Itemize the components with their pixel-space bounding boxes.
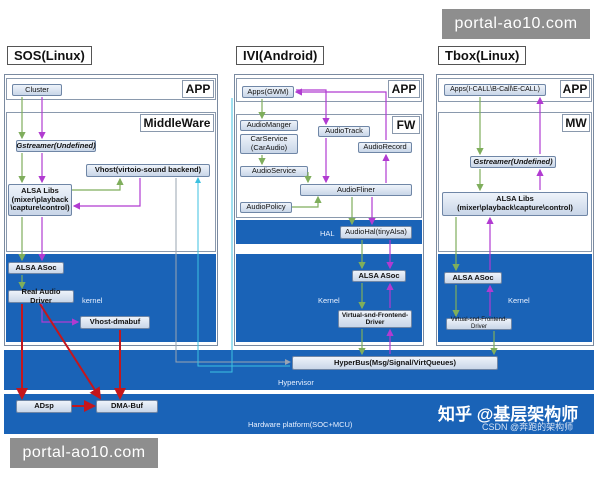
sos-app-label: APP	[182, 80, 214, 98]
tbox-alsa-asoc: ALSA ASoc	[444, 272, 502, 284]
ivi-audio-flinger: AudioFliner	[300, 184, 412, 196]
tbox-app-label: APP	[560, 80, 590, 98]
ivi-vsf-driver-line1: Virtual-snd-Frontend-	[341, 311, 409, 319]
ivi-car-service: CarService (CarAudio)	[240, 134, 298, 154]
tbox-app-layer	[438, 78, 592, 102]
ivi-vsf-driver: Virtual-snd-Frontend- Driver	[338, 310, 412, 328]
watermark-bottom: portal-ao10.com	[10, 438, 158, 468]
tbox-alsa-libs: ALSA Libs (mixer\playback\capture\contro…	[442, 192, 588, 216]
hw-dma-buf: DMA-Buf	[96, 400, 158, 413]
sos-alsa-asoc: ALSA ASoc	[8, 262, 64, 274]
ivi-vsf-driver-line2: Driver	[365, 319, 385, 326]
tbox-apps: Apps(I-CALL\B-Call\E-CALL)	[444, 84, 546, 96]
column-title-sos: SOS(Linux)	[7, 46, 92, 65]
watermark-bottom-text: portal-ao10.com	[22, 444, 146, 461]
ivi-audio-service: AudioService	[240, 166, 308, 177]
ivi-car-service-line2: (CarAudio)	[250, 143, 288, 152]
ivi-audio-track: AudioTrack	[318, 126, 370, 137]
tbox-alsa-libs-line1: ALSA Libs	[496, 194, 534, 204]
sos-alsa-libs: ALSA Libs (mixer\playback \capture\contr…	[8, 184, 72, 216]
sos-alsa-libs-line3: \capture\control)	[10, 203, 70, 213]
ivi-audio-manager: AudioManger	[240, 120, 298, 131]
ivi-car-service-line1: CarService	[250, 134, 288, 144]
sos-real-audio-driver: Real Audio Driver	[8, 287, 74, 304]
ivi-audio-policy: AudioPolicy	[240, 202, 292, 213]
tbox-alsa-libs-line2: (mixer\playback\capture\control)	[457, 203, 573, 212]
watermark-csdn: CSDN @奔跑的架构师	[482, 422, 574, 432]
hardware-label: Hardware platform(SOC+MCU)	[248, 420, 353, 429]
tbox-mw-label: MW	[562, 114, 590, 132]
sos-app-layer	[6, 78, 216, 100]
sos-vhost-backend: Vhost(virtoio-sound backend)	[86, 164, 210, 177]
tbox-mw-layer	[438, 112, 592, 252]
sos-middleware-label: MiddleWare	[140, 114, 214, 132]
sos-vhost-dmabuf: Vhost-dmabuf	[80, 316, 150, 329]
ivi-audio-record: AudioRecord	[358, 142, 412, 153]
watermark-top: portal-ao10.com	[442, 9, 590, 39]
tbox-vsf-driver: Virtual-snd-Frontend-Driver	[446, 317, 512, 330]
sos-alsa-libs-line2: (mixer\playback	[11, 194, 69, 204]
sos-gstreamer: Gstreamer(Undefined)	[16, 140, 96, 152]
hw-adsp: ADsp	[16, 400, 72, 413]
column-title-ivi: IVI(Android)	[236, 46, 325, 65]
hyperbus: HyperBus(Msg/Signal/VirtQueues)	[292, 356, 498, 370]
column-title-tbox: Tbox(Linux)	[438, 46, 527, 65]
watermark-zhihu: 知乎 @基层架构师	[438, 405, 579, 424]
ivi-audio-hal: AudioHal(tinyAlsa)	[340, 226, 412, 239]
sos-kernel-label: kernel	[82, 296, 103, 305]
tbox-gstreamer: Gstreamer(Undefined)	[470, 156, 556, 168]
ivi-app-label: APP	[388, 80, 420, 98]
watermark-top-text: portal-ao10.com	[454, 15, 578, 32]
ivi-fw-label: FW	[392, 116, 420, 134]
sos-cluster: Cluster	[12, 84, 62, 96]
ivi-hal-label: HAL	[320, 229, 335, 238]
ivi-alsa-asoc: ALSA ASoc	[352, 270, 406, 282]
ivi-kernel-label: Kernel	[318, 296, 340, 305]
ivi-apps-gwm: Apps(GWM)	[242, 86, 294, 98]
sos-middleware-layer	[6, 112, 216, 252]
hypervisor-label: Hypervisor	[278, 378, 314, 387]
sos-alsa-libs-line1: ALSA Libs	[21, 186, 59, 196]
tbox-kernel-label: Kernel	[508, 296, 530, 305]
